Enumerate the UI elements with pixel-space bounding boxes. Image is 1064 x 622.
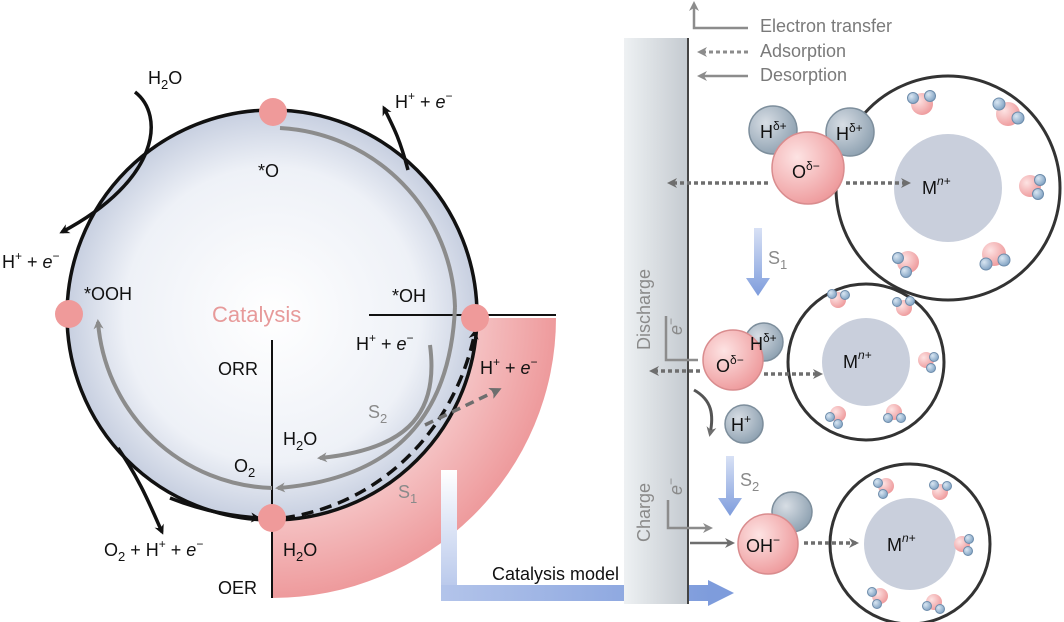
cluster-3-core [864,498,956,590]
cluster-1: Mn+ [834,74,1062,302]
node-o2 [258,504,286,532]
label-s2-cycle: S2 [368,402,387,426]
label-s2-model: S2 [740,470,759,494]
label-o2-h-e-bottom: O2 + H+ + e− [104,537,203,564]
legend-desorption: Desorption [760,65,847,85]
legend-electron-transfer-arrow [689,1,748,30]
water-molecule [1019,174,1046,200]
electrode-model: Electron transfer Adsorption Desorption … [624,1,1062,622]
label-h-e-left: H+ + e− [2,249,60,272]
s2-arrow [317,344,434,463]
water-molecule [873,478,894,499]
node-o [259,98,287,126]
cluster-3: Mn+ [828,462,992,622]
water-molecule [992,97,1025,126]
label-h2o-top: H2O [148,68,182,92]
label-h-e-top: H+ + e− [395,89,453,112]
water-molecule [892,296,915,316]
metal-ion-1: Mn+ [922,174,951,198]
model-arrow-label: Catalysis model [492,564,619,584]
label-s1-cycle: S1 [398,482,417,506]
label-e-discharge: e− [664,318,686,335]
label-o-delta-middle: Oδ− [716,353,744,376]
metal-ion-2: Mn+ [843,348,872,372]
s1-step-arrow [746,228,770,296]
adsorbed-o-h: Hδ+ Oδ− [702,322,784,391]
model-arrow-head [708,580,734,606]
water-molecule [979,242,1011,271]
water-molecule [954,534,974,556]
water-molecule [922,594,945,614]
cluster-1-core [894,134,1002,242]
legend-electron-transfer: Electron transfer [760,16,892,36]
label-discharge: Discharge [634,269,654,350]
label-oh-minus: OH− [746,533,780,556]
water-molecule [867,587,888,609]
label-h-e-inner: H+ + e− [356,331,414,354]
arrow-h2o-in [59,90,153,234]
o-ball-top [771,131,845,205]
desorption-arrow-h-plus [693,388,717,437]
water-molecule [918,352,939,373]
cluster-2: Mn+ [786,282,946,442]
oh-ball [737,513,799,575]
label-h-delta-right: Hδ+ [836,121,863,144]
oer-dashed-path [282,329,479,520]
label-e-charge: e− [664,478,686,495]
oer-release-arrow [424,388,502,427]
water-molecule [827,289,850,308]
label-h-delta-middle: Hδ+ [750,331,777,354]
label-h-e-outer: H+ + e− [480,355,538,378]
electron-transfer-arrow-discharge [664,316,698,362]
node-oh [461,304,489,332]
water-molecule [892,251,919,278]
water-molecule [883,404,906,423]
inner-arc-right [275,306,457,493]
node-ooh [55,300,83,328]
electron-transfer-arrow-charge [666,500,713,533]
o-ball-middle [702,329,764,391]
legend-adsorption: Adsorption [760,41,846,61]
h-plus-ball [724,404,764,444]
label-h2o-inner: H2O [283,429,317,453]
h-ball-right [825,107,875,157]
label-s1-model: S1 [768,248,787,272]
water-molecule [907,90,936,115]
catalysis-title: Catalysis [212,302,301,327]
label-orr: ORR [218,359,258,379]
water-molecule [929,480,952,500]
arrow-h-e-out-top [382,105,410,171]
label-o-delta-top: Oδ− [792,159,820,182]
electrode [624,38,688,604]
model-arrow-stem [441,470,457,598]
inner-arc-top [279,126,457,308]
label-oer: OER [218,578,257,598]
catalysis-cycle: Catalysis ORR OER *O *OOH *OH O2 H2O H+ … [2,68,556,598]
water-molecule [825,406,846,429]
label-charge: Charge [634,483,654,542]
metal-ion-3: Mn+ [887,531,916,555]
arrow-o2-out [116,447,164,535]
adsorbed-water: Hδ+ Hδ+ Oδ− [748,105,875,205]
label-h-delta-left: Hδ+ [760,119,787,142]
label-h2o-bottom: H2O [283,540,317,564]
shell-molecules [825,90,1046,614]
label-ooh: *OOH [84,284,132,304]
legend: Electron transfer Adsorption Desorption [689,1,892,85]
s2-step-arrow [718,456,742,516]
label-o: *O [258,161,279,181]
label-o2: O2 [234,456,255,480]
arrow-bottom-node [169,496,261,523]
label-oh: *OH [392,286,426,306]
label-h-plus: H+ [731,412,751,435]
inner-arc-left [93,319,273,490]
cluster-2-core [822,318,910,406]
